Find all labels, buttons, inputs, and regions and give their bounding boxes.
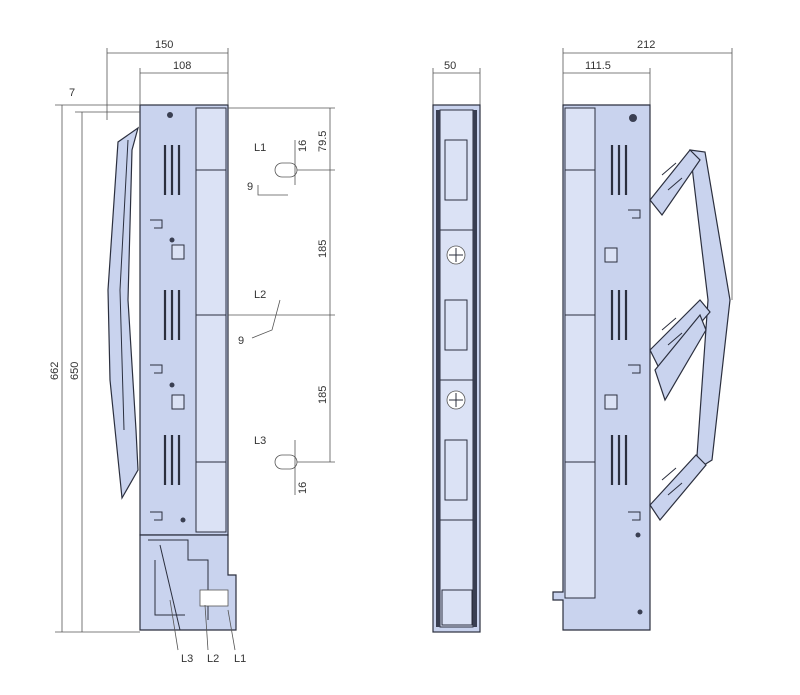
front-view-clips	[150, 112, 186, 523]
dim-185-bottom: 185	[317, 386, 329, 404]
dim-150: 150	[155, 39, 173, 51]
front-view	[107, 104, 237, 631]
terminal-l1	[274, 162, 298, 178]
front-view-fins	[163, 145, 181, 485]
dim-9-top: 9	[247, 181, 253, 193]
bottom-label-l3: L3	[181, 653, 193, 665]
dim-108: 108	[173, 60, 191, 72]
opened-view-carrier-1	[649, 149, 701, 217]
dim-212: 212	[637, 39, 655, 51]
opened-view: 212 111.5	[552, 39, 733, 631]
dim-79-5: 79.5	[317, 131, 329, 152]
bottom-label-l1: L1	[234, 653, 246, 665]
dim-185-top: 185	[317, 240, 329, 258]
terminal-l3	[274, 454, 298, 470]
front-view-dimensions: L1 L2 L3	[55, 48, 335, 633]
phase-label-l1: L1	[254, 142, 266, 154]
opened-view-handle	[689, 149, 731, 472]
front-view-rail	[195, 107, 227, 533]
front-view-handle	[107, 126, 140, 500]
dim-7: 7	[69, 87, 75, 99]
dim-111-5: 111.5	[585, 60, 611, 72]
phase-label-l3: L3	[254, 435, 266, 447]
dim-9-mid: 9	[238, 335, 244, 347]
phase-label-l2: L2	[254, 289, 266, 301]
bottom-phase-labels: L3 L2 L1	[169, 599, 246, 665]
dim-16-top: 16	[297, 140, 309, 152]
opened-view-carrier-3	[649, 454, 707, 522]
bottom-label-l2: L2	[207, 653, 219, 665]
dim-650: 650	[69, 362, 81, 380]
dim-16-bottom: 16	[297, 482, 309, 494]
side-view: 50	[432, 60, 481, 633]
dim-50: 50	[444, 60, 456, 72]
dim-662: 662	[49, 362, 61, 380]
